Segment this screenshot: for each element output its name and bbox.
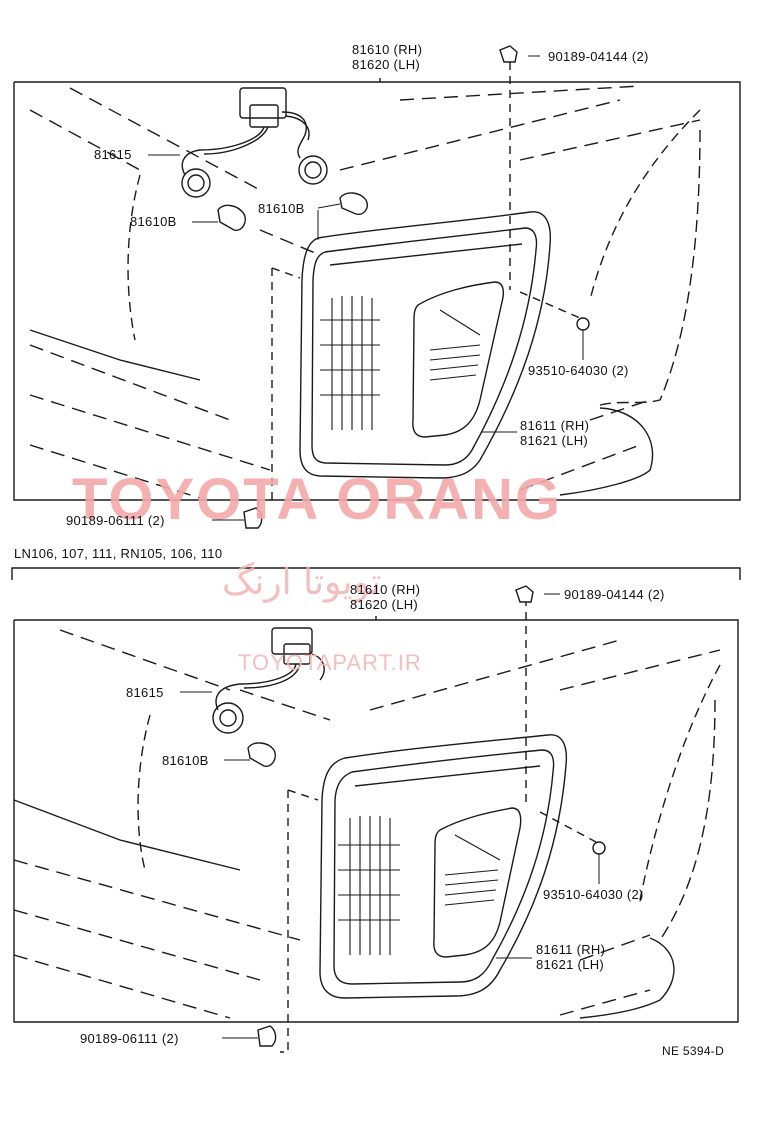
bottom-socket-wire-label: 81615: [126, 685, 164, 700]
bottom-body-lines: [13, 629, 721, 1019]
bottom-lamp-part-label: 81610 (RH) 81620 (LH): [350, 582, 421, 612]
bottom-lamp-housing: [319, 734, 568, 999]
section-bracket: [11, 567, 741, 580]
top-lamp-ribs: [320, 296, 481, 430]
section-header: LN106, 107, 111, RN105, 106, 110: [14, 546, 223, 561]
top-wire-harness: [181, 87, 328, 198]
top-body-lines: [29, 85, 701, 499]
top-lens-part-label: 81611 (RH) 81621 (LH): [520, 418, 590, 448]
top-socket-wire-label: 81615: [94, 147, 132, 162]
bottom-lamp-ribs: [338, 816, 501, 955]
top-bulb-left: [217, 204, 246, 231]
top-bulb-right-label: 81610B: [258, 201, 305, 216]
bottom-bulb-label: 81610B: [162, 753, 209, 768]
top-bulb-left-label: 81610B: [130, 214, 177, 229]
top-screw-icon: [576, 317, 590, 331]
bottom-label-leaders: [180, 593, 600, 1039]
watermark-persian: تویوتا ارنگ: [222, 562, 382, 603]
top-bulb-right: [339, 192, 368, 215]
top-frame: [13, 78, 741, 501]
bottom-dashed-leaders: [280, 598, 597, 1053]
watermark-url: TOYOTAPART.IR: [238, 650, 422, 675]
bottom-bulb: [247, 742, 276, 767]
bottom-frame: [13, 616, 739, 1023]
top-clip-icon: [243, 507, 263, 529]
bottom-screw-part-label: 93510-64030 (2): [543, 887, 644, 902]
top-screw-part-label: 93510-64030 (2): [528, 363, 629, 378]
bottom-clip-part-label: 90189-06111 (2): [80, 1031, 179, 1046]
top-lamp-housing: [299, 211, 552, 479]
bottom-nut-part-label: 90189-04144 (2): [564, 587, 665, 602]
bottom-wire-harness: [212, 627, 325, 734]
bottom-lens-part-label: 81611 (RH) 81621 (LH): [536, 942, 606, 972]
bottom-screw-icon: [592, 841, 606, 855]
top-nut-icon: [499, 45, 518, 63]
figure-code: NE 5394-D: [662, 1044, 725, 1058]
top-fender-curve-2: [589, 109, 701, 301]
top-dashed-leaders: [257, 62, 581, 516]
top-nut-part-label: 90189-04144 (2): [548, 49, 649, 64]
bottom-nut-icon: [515, 585, 534, 603]
top-clip-part-label: 90189-06111 (2): [66, 513, 165, 528]
top-label-leaders: [148, 55, 584, 521]
bottom-clip-icon: [257, 1025, 277, 1047]
top-fender-curve: [127, 174, 141, 341]
watermark-main: TOYOTA ORANG: [72, 467, 563, 532]
top-lamp-part-label: 81610 (RH) 81620 (LH): [352, 42, 423, 72]
